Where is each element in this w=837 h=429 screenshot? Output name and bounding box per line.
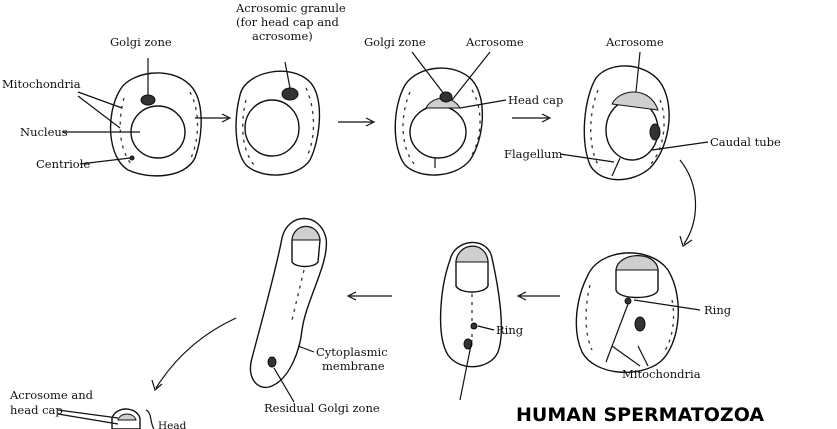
stage-7-residual-golgi <box>268 357 276 367</box>
arrow-stage-3-to-4 <box>512 114 550 122</box>
stage-6-spermatid <box>441 242 502 400</box>
stage-1-centriole <box>130 156 134 160</box>
label-acrosomic-granule-line-1: Acrosomic granule <box>235 1 346 15</box>
label-ring-2: Ring <box>496 323 524 337</box>
stage-2-spermatid <box>236 62 319 175</box>
arrow-stage-2-to-3 <box>338 118 374 126</box>
stage-6-ring <box>471 323 477 329</box>
stage-8-spermatozoon <box>112 409 154 429</box>
stage-1-golgi-body <box>141 95 155 105</box>
stage-5-golgi-body <box>635 317 645 331</box>
arrow-stage-5-to-6 <box>518 292 560 300</box>
label-acrosome-1: Acrosome <box>465 35 524 49</box>
label-mitochondria-2: Mitochondria <box>622 367 701 381</box>
diagram-title: HUMAN SPERMATOZOA <box>516 404 764 426</box>
stage-3-nucleus <box>410 106 466 158</box>
stage-4-golgi-body <box>650 124 660 140</box>
label-acrosome-2: Acrosome <box>605 35 664 49</box>
label-caudal-tube: Caudal tube <box>710 135 781 149</box>
label-head-partial: Head <box>158 420 187 429</box>
stage-4-spermatid <box>584 66 669 180</box>
leader-acrosome-and-head-cap <box>58 410 118 424</box>
stage-5-ring <box>625 298 631 304</box>
arrow-stage-6-to-7 <box>348 292 392 300</box>
arrow-stage-4-to-5 <box>680 160 696 246</box>
label-flagellum: Flagellum <box>504 147 562 161</box>
leader-cytoplasmic-membrane <box>298 346 314 352</box>
label-head-cap-1: Head cap <box>508 93 563 107</box>
stage-3-spermatid <box>395 68 482 175</box>
label-acrosomic-granule-line-3: acrosome) <box>252 29 313 43</box>
stage-2-acrosomic-granule <box>282 88 298 100</box>
label-golgi-zone-2: Golgi zone <box>364 35 426 49</box>
arrow-stage-7-to-8 <box>152 318 236 390</box>
stage-3-golgi-body <box>440 92 452 102</box>
stage-7-spermatid <box>250 219 326 388</box>
label-acrosomic-granule-line-2: (for head cap and <box>236 15 339 29</box>
stage-5-spermatid <box>576 253 678 372</box>
label-mitochondria-1: Mitochondria <box>2 77 81 91</box>
label-residual-golgi-zone: Residual Golgi zone <box>264 401 380 415</box>
label-golgi-zone-1: Golgi zone <box>110 35 172 49</box>
label-acrosome-and-head-cap-1: Acrosome and <box>9 388 94 402</box>
stage-8-head-bracket <box>146 410 154 429</box>
label-acrosome-and-head-cap-2: head cap <box>10 403 63 417</box>
stage-2-nucleus <box>245 100 299 156</box>
label-nucleus: Nucleus <box>20 125 68 139</box>
label-ring-1: Ring <box>704 303 732 317</box>
label-cytoplasmic-membrane-2: membrane <box>322 359 385 373</box>
label-cytoplasmic-membrane-1: Cytoplasmic <box>316 345 388 359</box>
